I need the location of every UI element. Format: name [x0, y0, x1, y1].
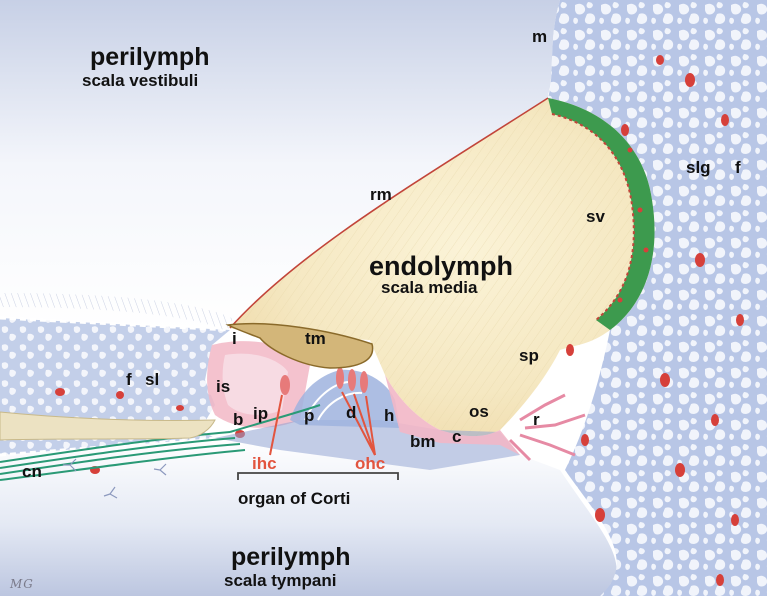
- scala-media-name: endolymph: [369, 253, 513, 280]
- label-sv: sv: [586, 208, 605, 225]
- scala-tympani-label: scala tympani: [224, 572, 336, 589]
- label-r: r: [533, 411, 540, 428]
- label-is: is: [216, 378, 230, 395]
- organ-of-corti-caption: organ of Corti: [238, 490, 350, 507]
- label-p: p: [304, 407, 314, 424]
- label-ihc: ihc: [252, 455, 277, 472]
- scala-media-label: scala media: [381, 279, 477, 296]
- label-b: b: [233, 411, 243, 428]
- artist-signature: MG: [10, 578, 34, 590]
- label-sp: sp: [519, 347, 539, 364]
- label-i: i: [232, 330, 237, 347]
- label-sl: sl: [145, 371, 159, 388]
- label-c: c: [452, 428, 461, 445]
- label-d: d: [346, 404, 356, 421]
- label-rm: rm: [370, 186, 392, 203]
- label-tm: tm: [305, 330, 326, 347]
- label-ip: ip: [253, 405, 268, 422]
- label-h: h: [384, 407, 394, 424]
- label-m: m: [532, 28, 547, 45]
- label-f-left: f: [126, 371, 132, 388]
- label-slg: slg: [686, 159, 711, 176]
- scala-tympani-name: perilymph: [231, 545, 350, 570]
- label-f-right: f: [735, 159, 741, 176]
- scala-vestibuli-name: perilymph: [90, 45, 209, 70]
- label-ohc: ohc: [355, 455, 385, 472]
- scala-vestibuli-label: scala vestibuli: [82, 72, 198, 89]
- label-bm: bm: [410, 433, 436, 450]
- label-os: os: [469, 403, 489, 420]
- label-cn: cn: [22, 463, 42, 480]
